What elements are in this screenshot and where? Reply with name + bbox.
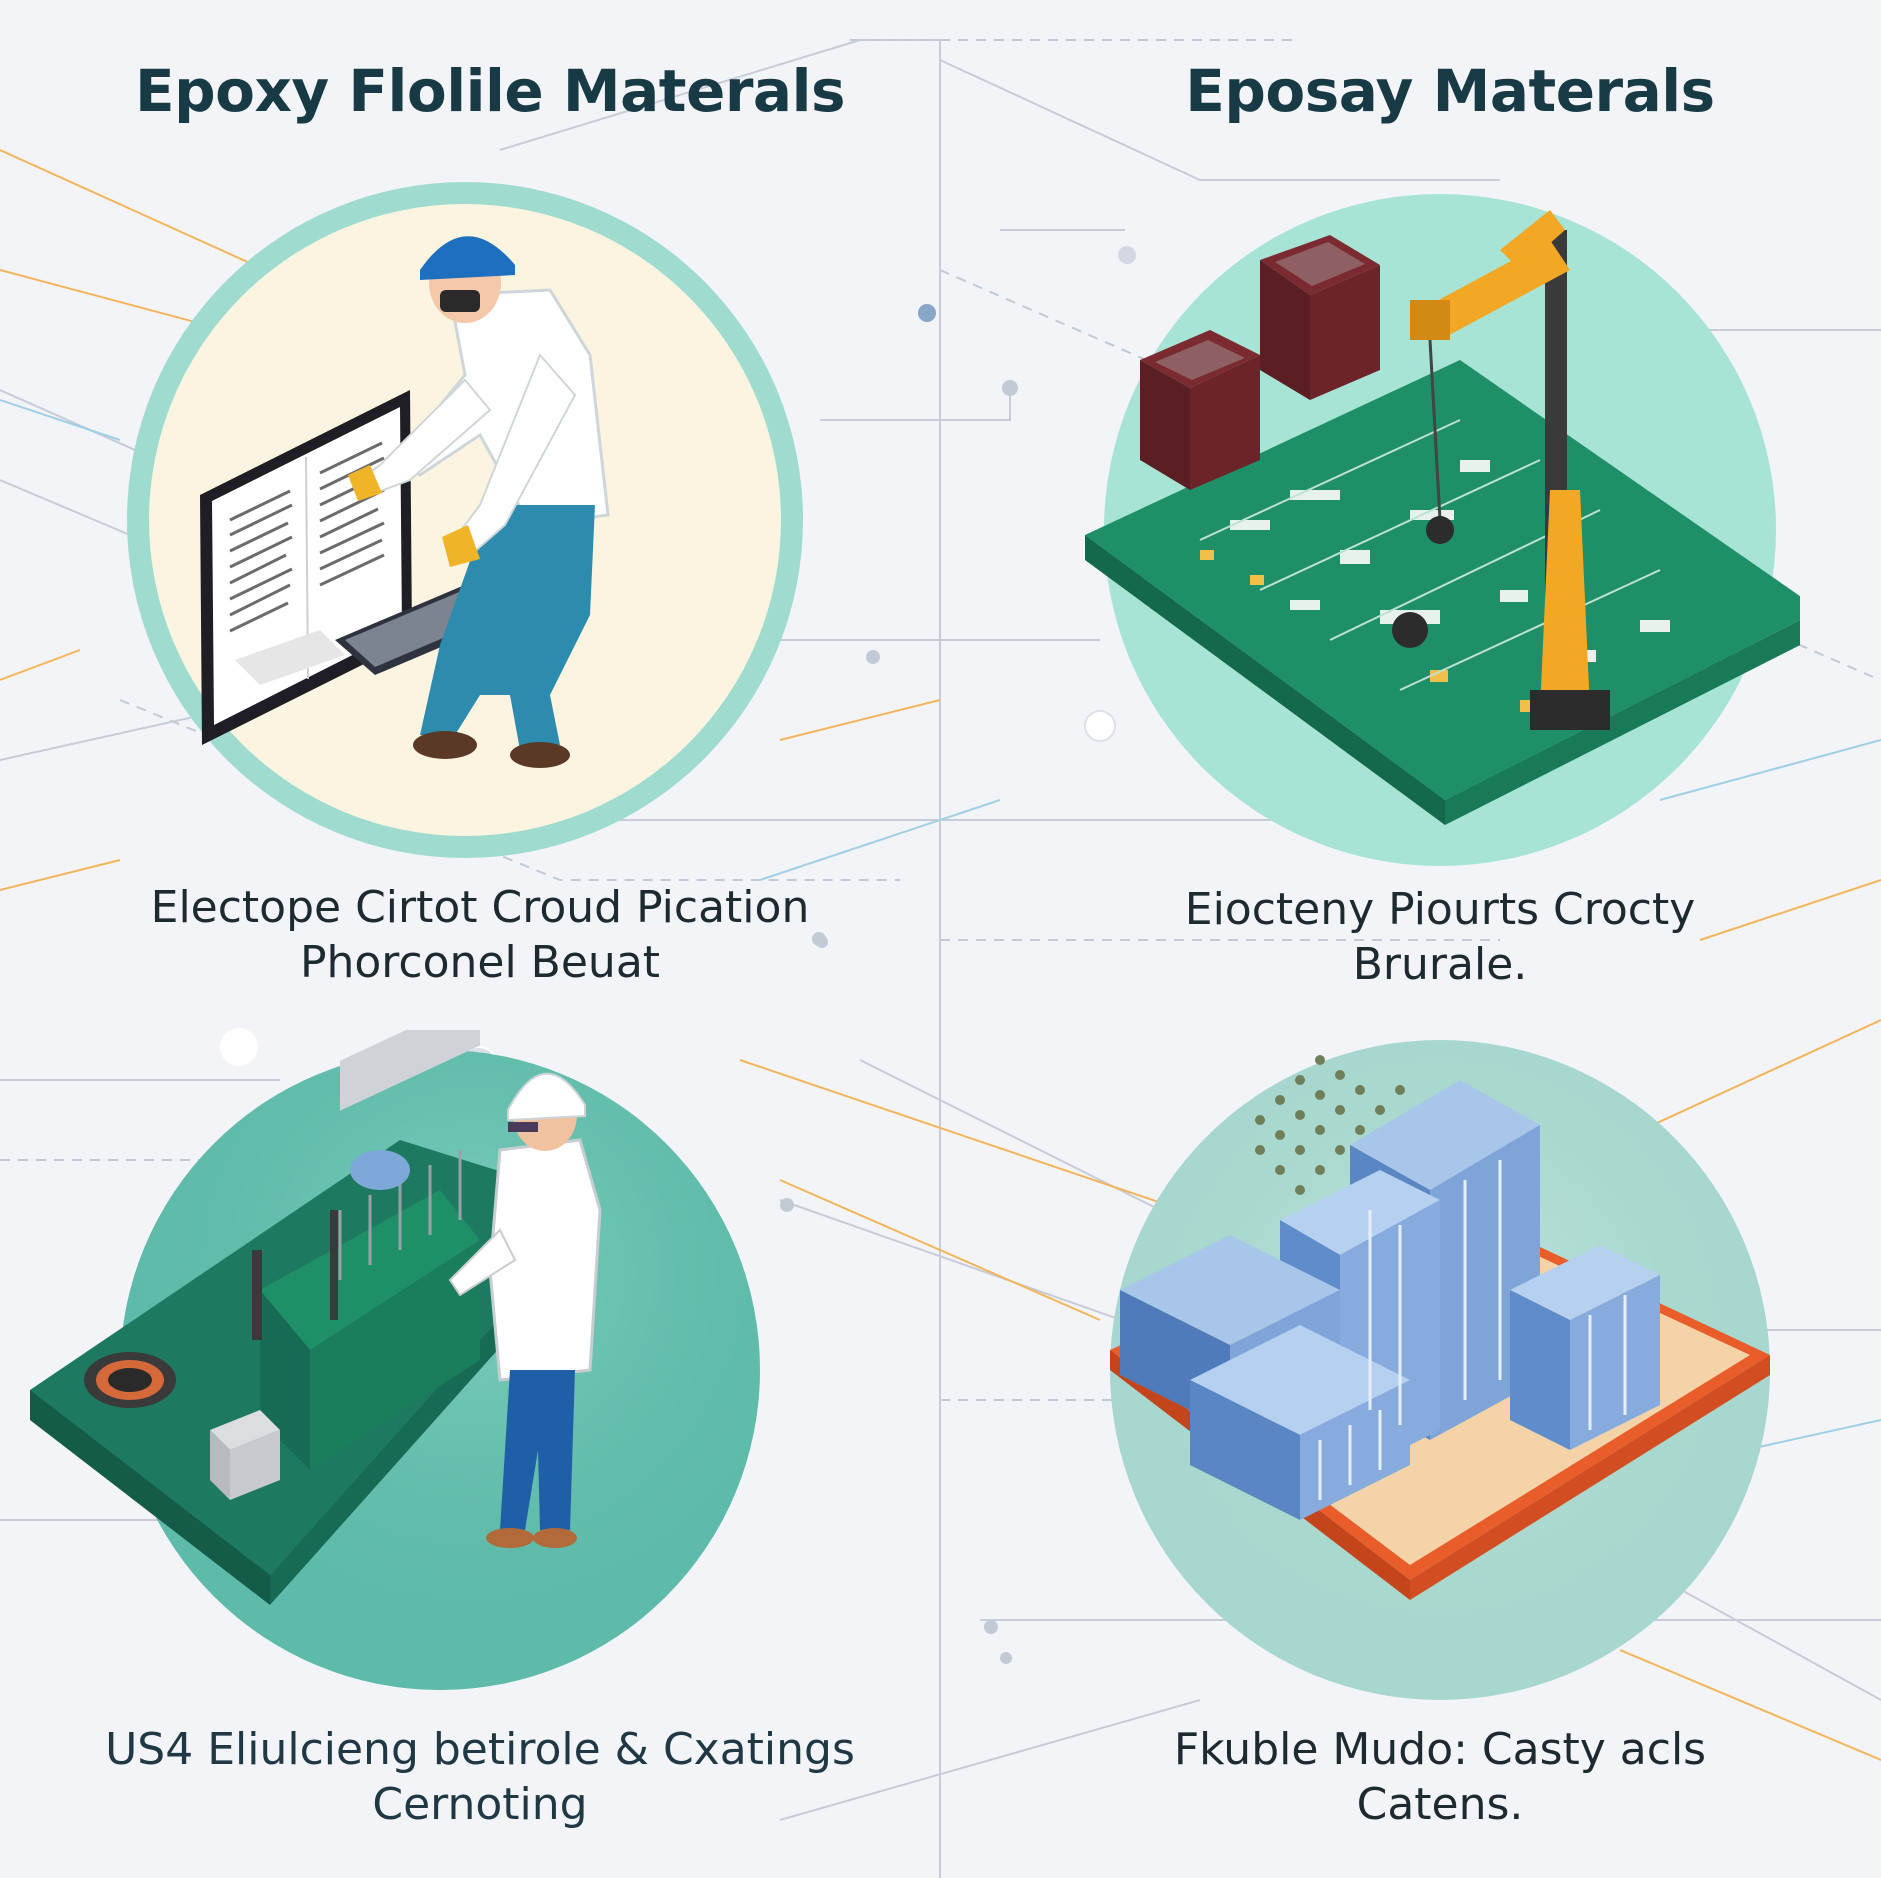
worker-glove [442,525,480,567]
monitor-text-lines [229,441,385,633]
node-dot [918,304,936,322]
chip-blocks [1140,235,1380,490]
caption-top-left: Electope Cirtot Croud Pication Phorconel… [40,880,920,990]
node-dot [1000,1652,1012,1664]
caption-line: Electope Cirtot Croud Pication [150,882,810,933]
data-particles [1255,1055,1405,1195]
caption-bottom-right: Fkuble Mudo: Casty acls Catens. [1000,1722,1880,1832]
caption-line: Phorconel Beuat [299,937,661,988]
worker-shoe [510,742,570,768]
safety-helmet-icon [507,1072,586,1122]
worker-trousers [420,505,595,750]
caption-bottom-left: US4 Eliulcieng betirole & Cxatings Cerno… [40,1722,920,1832]
engineer [448,1072,602,1548]
node-dot [1118,246,1136,264]
caption-line: Brurale. [1352,939,1528,990]
title-left: Epoxy Flolile Materals [135,57,845,125]
caption-top-right: Eiocteny Piourts Crocty Brurale. [1000,882,1880,992]
caption-line: Cernoting [372,1779,588,1830]
factory-buildings-on-circuit-board-illustration [1110,1040,1770,1700]
production-machine [252,1030,480,1470]
circuit-board-with-crane-illustration [1085,194,1800,866]
crane [1392,210,1610,730]
worker-shoe [413,731,477,759]
node-dot [220,1028,258,1066]
worker-at-computer-illustration [127,182,803,858]
node-dot [1002,380,1018,396]
engineer-at-production-machine-illustration [30,1030,760,1690]
node-dot [984,1620,998,1634]
node-dot [816,936,828,948]
title-right: Eposay Materals [1185,57,1715,125]
node-dot [866,650,880,664]
factory-buildings [1120,1080,1660,1520]
node-dot [780,1198,794,1212]
circuit-board [1085,360,1800,800]
node-dot [1084,710,1116,742]
face-mask [440,290,480,312]
caption-line: US4 Eliulcieng betirole & Cxatings [105,1724,855,1775]
paper-sheet [235,630,345,685]
hard-hat-icon [420,236,515,280]
caption-line: Fkuble Mudo: Casty acls [1173,1724,1707,1775]
caption-line: Catens. [1356,1779,1524,1830]
sensor-box [210,1410,280,1450]
caption-line: Eiocteny Piourts Crocty [1184,884,1696,935]
worker-glove [348,465,382,501]
